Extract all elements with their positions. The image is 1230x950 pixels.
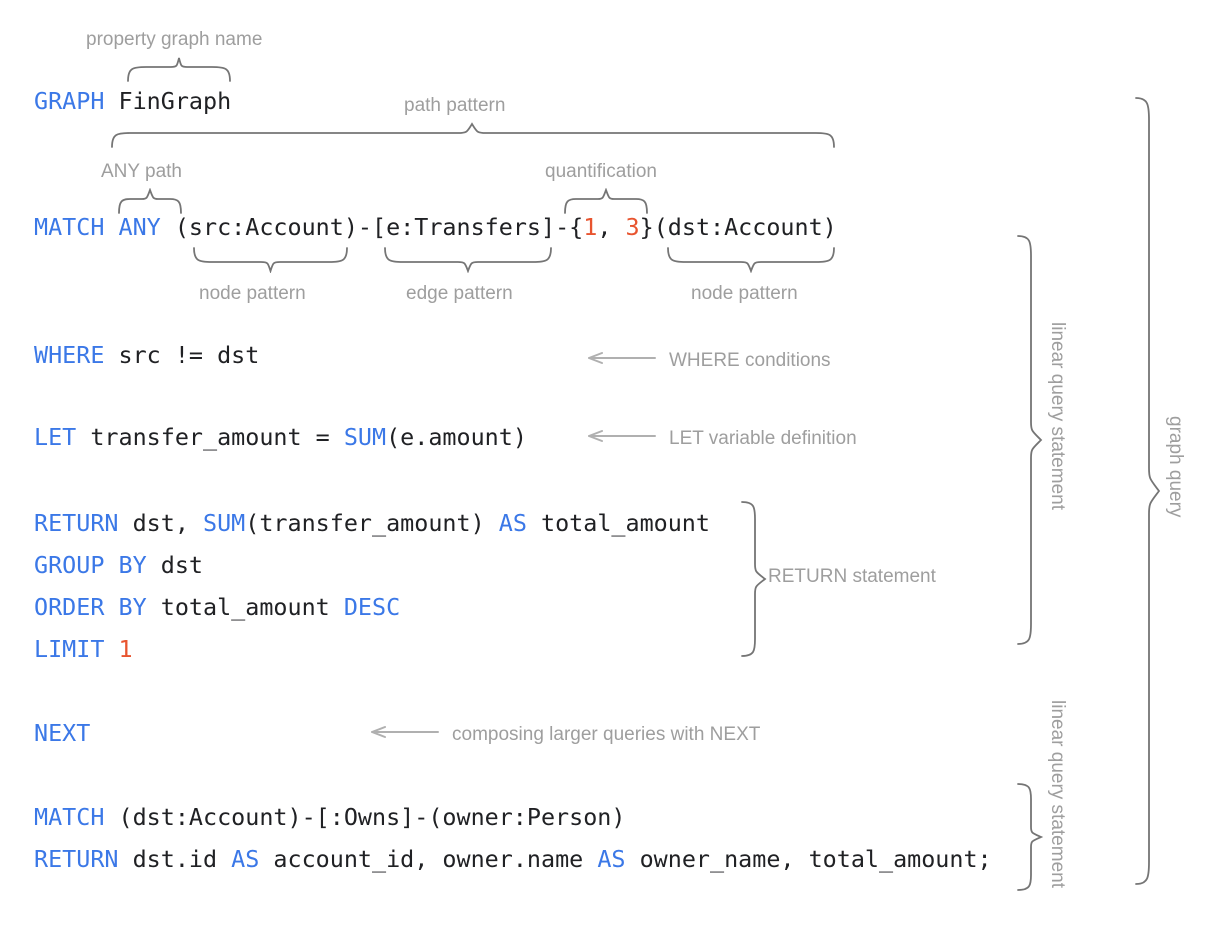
brace-property-graph-name [127, 57, 231, 82]
brace-quantification [564, 188, 648, 214]
code-token: WHERE [34, 341, 105, 369]
brace-linear-query-statement-2 [1017, 783, 1044, 891]
code-token: FinGraph [104, 87, 232, 115]
code-token: SUM [203, 509, 246, 537]
label-node-pattern-right: node pattern [691, 283, 798, 304]
code-token: }(dst:Account) [639, 213, 837, 241]
code-line-graph: GRAPH FinGraph [34, 87, 232, 115]
code-token: MATCH [34, 213, 105, 241]
label-path-pattern: path pattern [404, 95, 506, 116]
code-token: , [597, 213, 626, 241]
code-token: RETURN [34, 509, 119, 537]
code-token: ANY [118, 213, 161, 241]
code-line-where: WHERE src != dst [34, 341, 260, 369]
code-token: SUM [343, 423, 387, 451]
code-token: NEXT [34, 719, 91, 747]
code-line-group-by: GROUP BY dst [34, 551, 204, 579]
code-token: src != dst [104, 341, 260, 369]
code-token: owner_name, total_amount; [625, 845, 992, 873]
brace-node-pattern-right [667, 247, 835, 273]
code-token: DESC [343, 593, 401, 621]
code-token: LET [34, 423, 77, 451]
brace-any-path [118, 188, 182, 214]
code-token: 1 [118, 635, 133, 663]
label-edge-pattern: edge pattern [406, 283, 513, 304]
code-line-return-1: RETURN dst, SUM(transfer_amount) AS tota… [34, 509, 710, 537]
code-token: LIMIT [34, 635, 105, 663]
label-composing-next: composing larger queries with NEXT [452, 724, 761, 745]
code-token: dst [146, 551, 204, 579]
code-token: (e.amount) [386, 423, 527, 451]
code-token: total_amount [146, 593, 344, 621]
code-token: dst, [118, 509, 203, 537]
brace-path-pattern [111, 122, 835, 148]
brace-edge-pattern [384, 247, 552, 273]
label-any-path: ANY path [101, 161, 182, 182]
code-token: (transfer_amount) [245, 509, 499, 537]
code-token [104, 635, 118, 663]
code-line-order-by: ORDER BY total_amount DESC [34, 593, 401, 621]
code-token: total_amount [526, 509, 710, 537]
code-line-return-2: RETURN dst.id AS account_id, owner.name … [34, 845, 992, 873]
code-token [104, 213, 118, 241]
label-linear-query-statement-1: linear query statement [1047, 322, 1068, 510]
code-token: (src:Account)-[e:Transfers]-{ [160, 213, 584, 241]
code-token: RETURN [34, 845, 119, 873]
arrow-composing-next [371, 726, 439, 738]
label-node-pattern-left: node pattern [199, 283, 306, 304]
label-where-conditions: WHERE conditions [669, 350, 831, 371]
code-token: account_id, owner.name [259, 845, 598, 873]
label-return-statement: RETURN statement [768, 566, 936, 587]
brace-linear-query-statement-1 [1017, 235, 1043, 645]
code-line-match-any: MATCH ANY (src:Account)-[e:Transfers]-{1… [34, 213, 837, 241]
label-graph-query: graph query [1165, 416, 1186, 518]
label-linear-query-statement-2: linear query statement [1047, 700, 1068, 888]
code-token: 1 [583, 213, 598, 241]
code-line-match-2: MATCH (dst:Account)-[:Owns]-(owner:Perso… [34, 803, 626, 831]
code-token: ORDER BY [34, 593, 147, 621]
code-token: MATCH [34, 803, 105, 831]
code-token: AS [597, 845, 626, 873]
code-token: AS [498, 509, 527, 537]
code-line-limit: LIMIT 1 [34, 635, 133, 663]
label-quantification: quantification [545, 161, 657, 182]
code-token: (dst:Account)-[:Owns]-(owner:Person) [104, 803, 626, 831]
brace-node-pattern-left [193, 247, 348, 273]
code-line-let: LET transfer_amount = SUM(e.amount) [34, 423, 527, 451]
label-let-variable-definition: LET variable definition [669, 428, 857, 449]
brace-graph-query [1135, 97, 1161, 885]
code-token: transfer_amount = [76, 423, 344, 451]
arrow-where-conditions [588, 352, 656, 364]
label-property-graph-name: property graph name [86, 29, 263, 50]
code-token: GROUP BY [34, 551, 147, 579]
code-line-next: NEXT [34, 719, 91, 747]
code-token: GRAPH [34, 87, 105, 115]
brace-return-statement [741, 501, 767, 657]
code-token: dst.id [118, 845, 232, 873]
code-token: AS [231, 845, 260, 873]
code-token: 3 [625, 213, 640, 241]
arrow-let-variable-definition [588, 430, 656, 442]
